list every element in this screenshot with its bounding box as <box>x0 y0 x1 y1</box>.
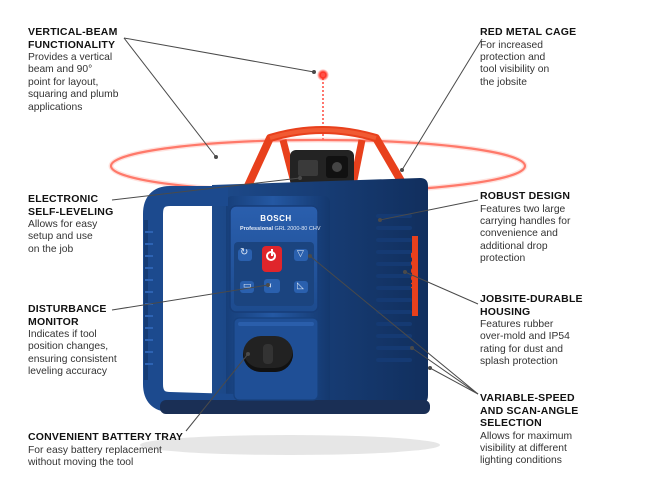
tilt-button[interactable]: ▽ <box>294 248 308 261</box>
disturbance-monitor-icon: ◐ <box>268 280 274 290</box>
rotate-button[interactable]: ↻ <box>238 247 252 261</box>
floor-shadow <box>140 435 440 455</box>
panel-model: Professional GRL 2000-80 CHV <box>240 226 321 232</box>
base-foot <box>160 400 430 414</box>
callout-title: ROBUST DESIGN <box>480 190 571 202</box>
disturbance-monitor-button[interactable]: ◐ <box>264 279 280 293</box>
tilt-icon: ▽ <box>297 248 304 258</box>
callout-title: CONVENIENT BATTERY TRAY <box>28 431 184 443</box>
battery-small-button[interactable]: ▭ <box>240 280 254 293</box>
rotate-icon: ↻ <box>240 247 249 258</box>
power-button[interactable] <box>262 246 282 272</box>
scan-angle-icon: ◺ <box>297 280 304 290</box>
callout-battery-tray: CONVENIENT BATTERY TRAY For easy battery… <box>28 431 208 469</box>
battery-icon: ▭ <box>243 280 252 290</box>
battery-tray-knob[interactable] <box>243 336 293 372</box>
panel-model-name: Professional <box>240 226 274 232</box>
scan-angle-button[interactable]: ◺ <box>294 280 308 293</box>
laser-head <box>290 150 354 186</box>
brand-logo: BOSCH <box>260 214 292 223</box>
panel-model-code: GRL 2000-80 CHV <box>274 226 321 232</box>
callout-title: RED METAL CAGE <box>480 26 577 38</box>
